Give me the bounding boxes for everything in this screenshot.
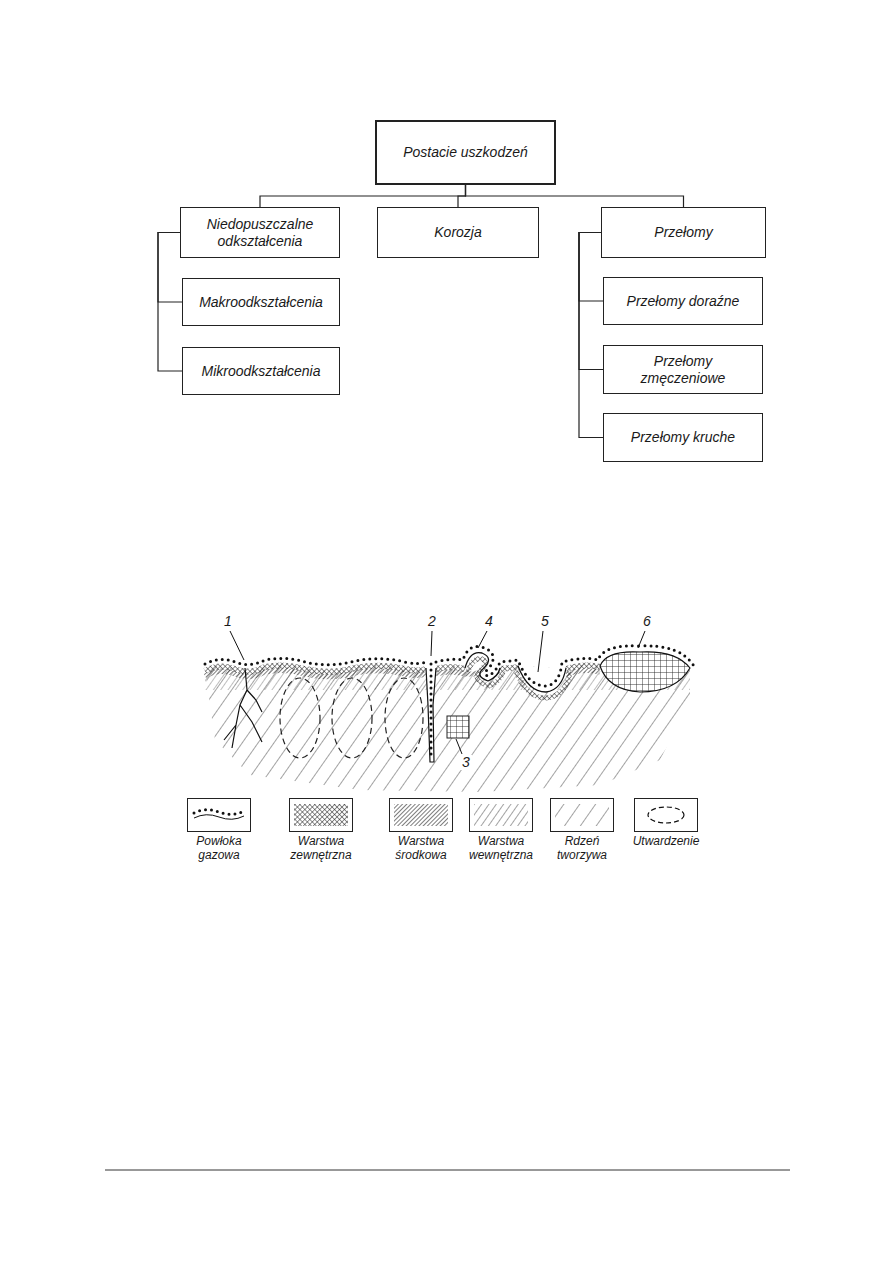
swatch-sample xyxy=(290,799,352,831)
leader-line xyxy=(431,631,432,656)
legend-label: Warstwa środkowa xyxy=(380,835,462,863)
legend-entry: Warstwa wewnętrzna xyxy=(460,798,542,863)
box-label: Mikroodkształcenia xyxy=(201,363,320,380)
box-label: Korozja xyxy=(434,224,481,241)
leader-lines xyxy=(230,631,645,754)
category-box: Przełomy doraźne xyxy=(603,277,763,325)
hardened-zone xyxy=(385,678,423,758)
legend-label: Rdzeń tworzywa xyxy=(541,835,623,863)
legend-swatch xyxy=(389,798,453,832)
legend-entry: Warstwa środkowa xyxy=(380,798,462,863)
category-box: Makroodkształcenia xyxy=(182,278,340,326)
legend-label: Warstwa wewnętrzna xyxy=(460,835,542,863)
callout-number: 1 xyxy=(222,614,234,629)
callout-number: 6 xyxy=(641,614,653,629)
legend-swatch xyxy=(469,798,533,832)
fold-layer xyxy=(468,659,503,686)
hardened-zones xyxy=(280,678,423,758)
tree-connector xyxy=(458,185,466,207)
leader-line xyxy=(638,631,645,648)
swatch-sample xyxy=(390,799,452,831)
box-label: Makroodkształcenia xyxy=(199,294,323,311)
box-label: Przełomy xyxy=(654,224,712,241)
pattern-sample xyxy=(394,804,448,826)
leader-line xyxy=(478,631,487,648)
hardened-zone xyxy=(280,678,320,758)
swatch-sample xyxy=(635,799,697,831)
crack-gas xyxy=(430,664,433,758)
footer-rule xyxy=(105,1170,790,1171)
box-label: Przełomy doraźne xyxy=(627,293,740,310)
category-box: Przełomy xyxy=(601,207,766,258)
box-label: Postacie uszkodzeń xyxy=(403,144,528,161)
legend-swatch xyxy=(550,798,614,832)
swatch-sample xyxy=(470,799,532,831)
tree-connector xyxy=(466,185,684,207)
legend-entry: Warstwa zewnętrzna xyxy=(280,798,362,863)
legend-swatch xyxy=(187,798,251,832)
tree-connector xyxy=(579,233,603,370)
legend-label: Warstwa zewnętrzna xyxy=(280,835,362,863)
tree-connector xyxy=(158,233,182,303)
inclusion xyxy=(447,716,469,738)
callout-number: 4 xyxy=(483,614,495,629)
legend-entry: Utwardzenie xyxy=(625,798,707,849)
legend-swatch xyxy=(289,798,353,832)
box-label: Przełomy kruche xyxy=(631,429,735,446)
swatch-sample xyxy=(551,799,613,831)
surface-line xyxy=(194,815,244,820)
tree-connector xyxy=(579,233,603,438)
tree-connector xyxy=(158,233,182,372)
tree-connector xyxy=(260,185,466,207)
branched-crack xyxy=(224,668,262,748)
tree-connector xyxy=(579,233,603,302)
pattern-sample xyxy=(294,804,348,826)
hardened-zone xyxy=(332,678,372,758)
legend-label: Powłoka gazowa xyxy=(178,835,260,863)
category-box: Mikroodkształcenia xyxy=(182,347,340,395)
box-label: Przełomy zmęczeniowe xyxy=(613,353,753,387)
callout-number: 2 xyxy=(426,614,438,629)
legend-label: Utwardzenie xyxy=(625,835,707,849)
pit-layer xyxy=(516,671,570,698)
leader-line xyxy=(230,631,244,660)
category-box: Korozja xyxy=(377,207,539,258)
category-box: Przełomy zmęczeniowe xyxy=(603,345,763,394)
callout-number: 3 xyxy=(460,755,472,770)
box-label: Niedopuszczalne odkształcenia xyxy=(190,216,330,250)
legend-entry: Powłoka gazowa xyxy=(178,798,260,863)
category-box: Niedopuszczalne odkształcenia xyxy=(180,207,340,258)
legend-entry: Rdzeń tworzywa xyxy=(541,798,623,863)
root-box: Postacie uszkodzeń xyxy=(375,120,556,185)
legend-swatch xyxy=(634,798,698,832)
callout-number: 5 xyxy=(539,614,551,629)
gas-coating xyxy=(205,646,694,686)
pattern-sample xyxy=(474,804,528,826)
leader-line xyxy=(538,631,543,672)
pattern-sample xyxy=(555,804,609,826)
oxide-deposit xyxy=(600,652,690,692)
leader-line xyxy=(456,739,462,754)
category-box: Przełomy kruche xyxy=(603,413,763,462)
gas-dots xyxy=(194,810,244,815)
swatch-sample xyxy=(188,799,250,831)
hardened-sample xyxy=(648,807,684,823)
